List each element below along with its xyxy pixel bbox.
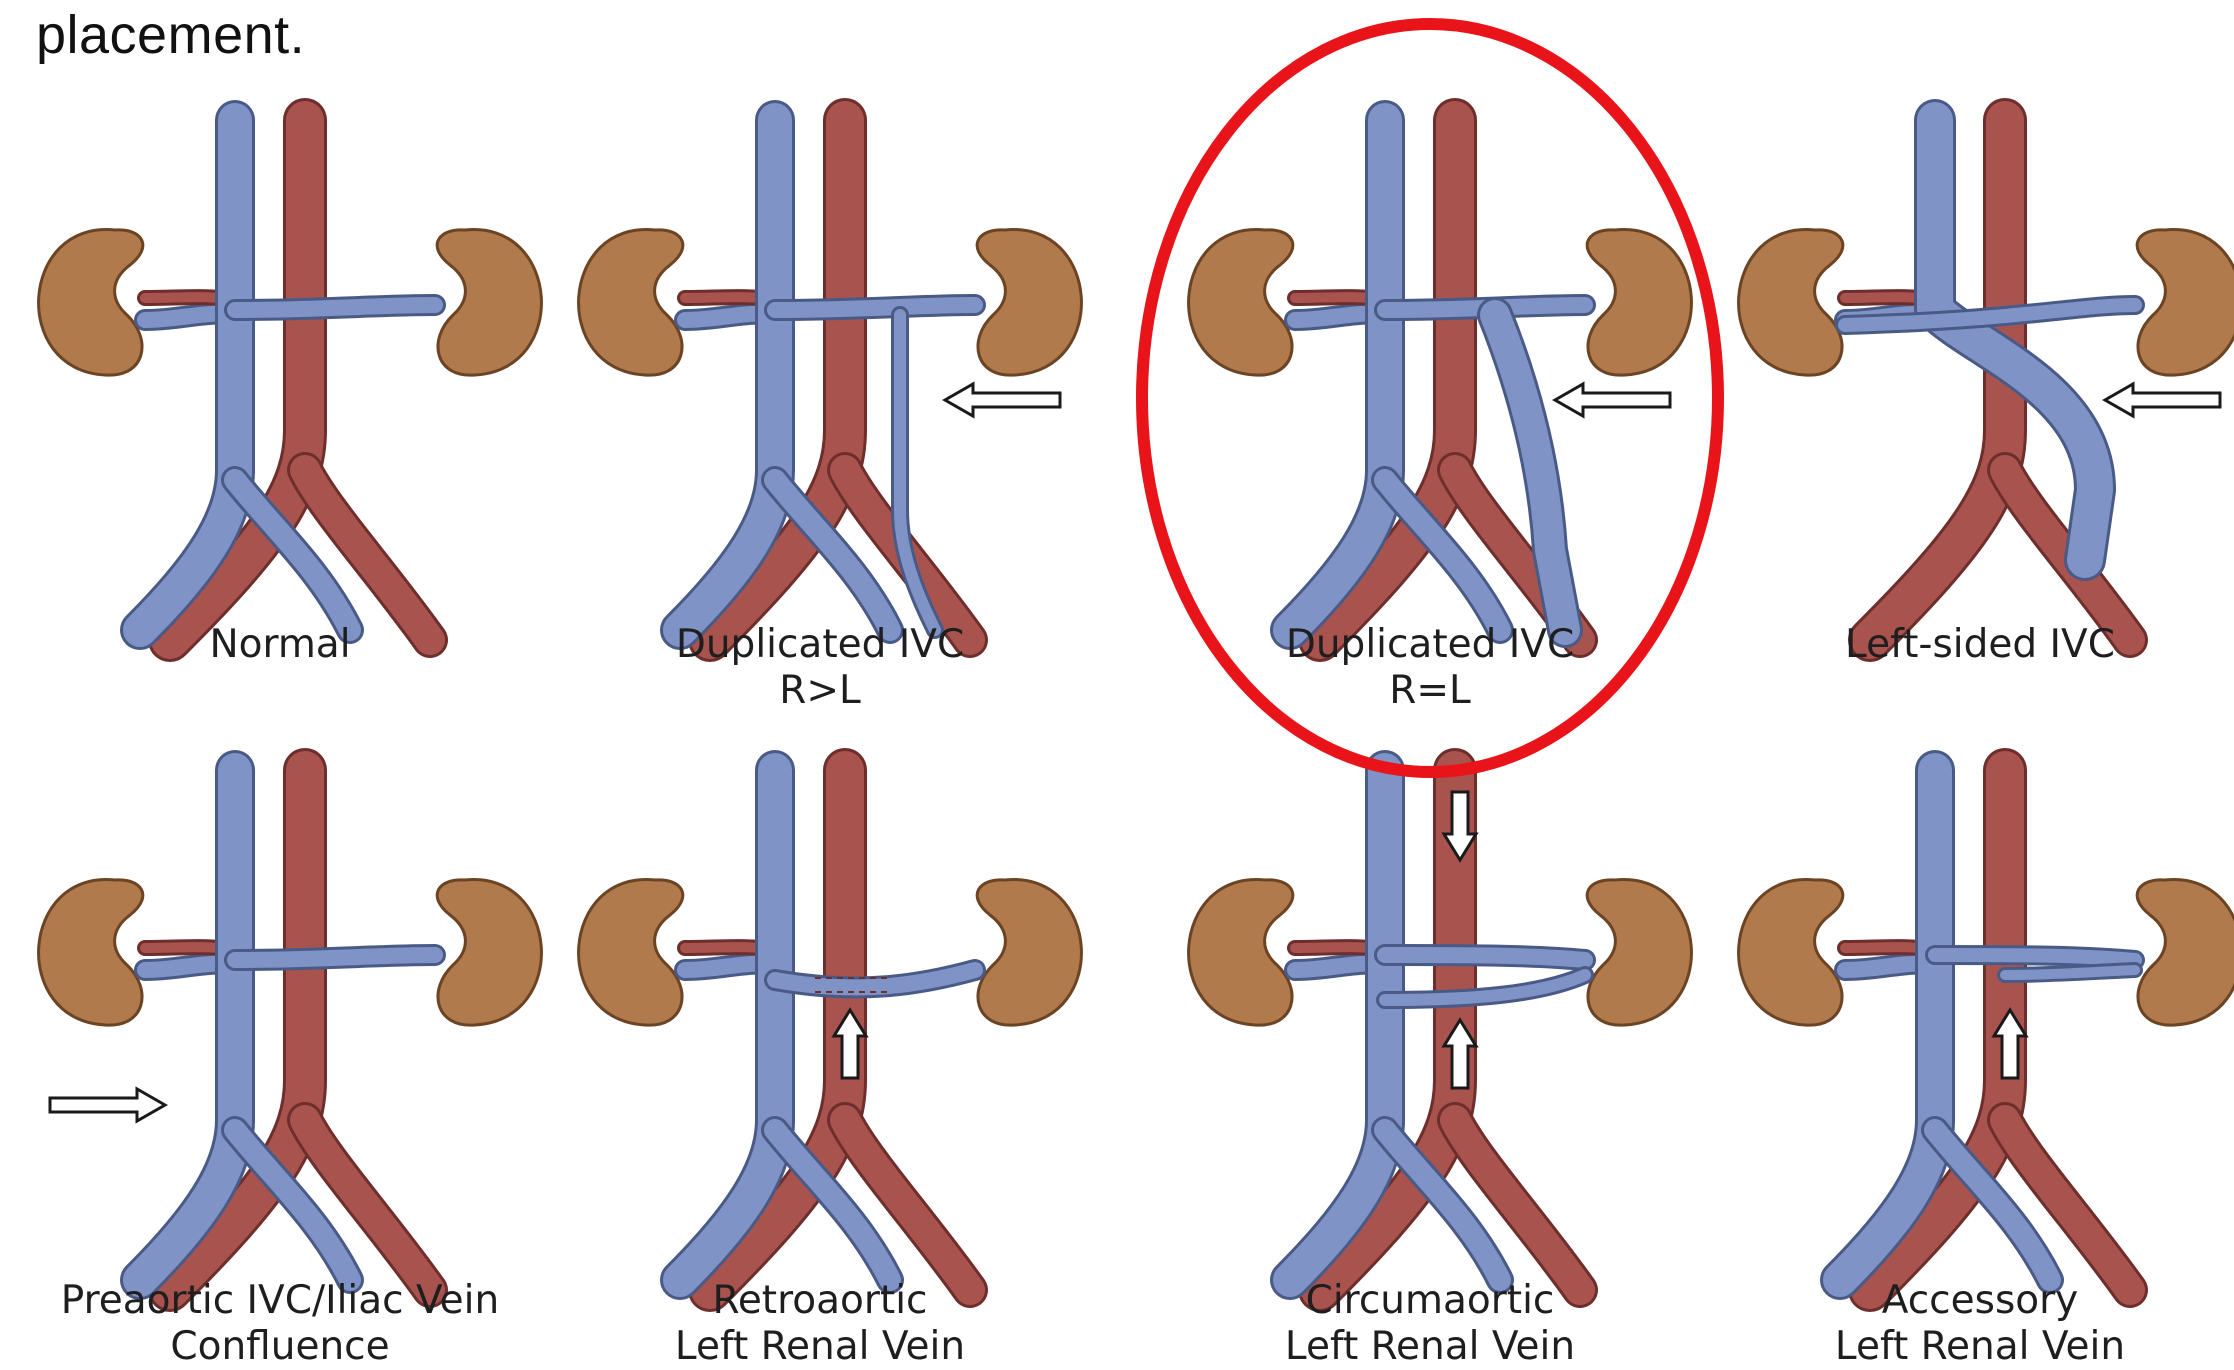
panel-accessory xyxy=(1720,760,2120,1090)
kidney-icon xyxy=(1189,880,1293,1026)
kidney-icon xyxy=(1739,230,1843,376)
caption-line-1: Duplicated IVC xyxy=(1170,622,1690,668)
anatomy-illustration xyxy=(1170,760,1690,1300)
panel-left-sided-ivc xyxy=(1720,110,2120,440)
kidney-icon xyxy=(2137,230,2234,376)
anatomy-illustration xyxy=(560,760,1080,1300)
panel-preaortic xyxy=(20,760,420,1090)
caption-retroaortic: Retroaortic Left Renal Vein xyxy=(560,1278,1080,1370)
caption-line-2: R=L xyxy=(1170,668,1690,714)
anatomy-illustration xyxy=(1720,760,2234,1300)
anatomy-illustration xyxy=(560,110,1080,650)
caption-line-1: Circumaortic xyxy=(1170,1278,1690,1324)
caption-line-1: Preaortic IVC/Iliac Vein xyxy=(0,1278,560,1324)
caption-left-sided-ivc: Left-sided IVC xyxy=(1720,622,2234,668)
caption-line-1: Duplicated IVC xyxy=(560,622,1080,668)
panel-duplicated-ivc-r-gt-l xyxy=(560,110,960,440)
caption-line-1: Normal xyxy=(20,622,540,668)
kidney-icon xyxy=(579,230,683,376)
kidney-icon xyxy=(2137,880,2234,1026)
kidney-icon xyxy=(1739,880,1843,1026)
arrow-left-icon xyxy=(2105,384,2220,416)
arrow-left-icon xyxy=(945,384,1060,416)
kidney-icon xyxy=(39,880,143,1026)
caption-duplicated-ivc-r-eq-l: Duplicated IVC R=L xyxy=(1170,622,1690,714)
caption-line-1: Accessory xyxy=(1720,1278,2234,1324)
kidney-icon xyxy=(39,230,143,376)
caption-line-2: Confluence xyxy=(0,1324,560,1370)
caption-normal: Normal xyxy=(20,622,540,668)
kidney-icon xyxy=(1587,880,1691,1026)
panel-retroaortic xyxy=(560,760,960,1090)
kidney-icon xyxy=(1189,230,1293,376)
anatomy-illustration xyxy=(1720,110,2234,650)
anatomy-illustration xyxy=(20,110,540,650)
caption-line-2: R>L xyxy=(560,668,1080,714)
kidney-icon xyxy=(977,880,1081,1026)
caption-duplicated-ivc-r-gt-l: Duplicated IVC R>L xyxy=(560,622,1080,714)
heading-text: placement. xyxy=(36,4,305,66)
arrow-left-icon xyxy=(1555,384,1670,416)
caption-line-1: Retroaortic xyxy=(560,1278,1080,1324)
kidney-icon xyxy=(1587,230,1691,376)
kidney-icon xyxy=(977,230,1081,376)
panel-circumaortic xyxy=(1170,760,1570,1090)
kidney-icon xyxy=(437,880,541,1026)
anatomy-illustration xyxy=(1170,110,1690,650)
caption-accessory: Accessory Left Renal Vein xyxy=(1720,1278,2234,1370)
panel-normal xyxy=(20,110,420,440)
caption-circumaortic: Circumaortic Left Renal Vein xyxy=(1170,1278,1690,1370)
caption-line-2: Left Renal Vein xyxy=(1720,1324,2234,1370)
caption-line-1: Left-sided IVC xyxy=(1720,622,2234,668)
caption-line-2: Left Renal Vein xyxy=(1170,1324,1690,1370)
kidney-icon xyxy=(579,880,683,1026)
panel-duplicated-ivc-r-eq-l xyxy=(1170,110,1570,440)
caption-preaortic: Preaortic IVC/Iliac Vein Confluence xyxy=(0,1278,560,1370)
kidney-icon xyxy=(437,230,541,376)
arrow-right-icon xyxy=(50,1089,165,1121)
anatomy-illustration xyxy=(20,760,540,1300)
caption-line-2: Left Renal Vein xyxy=(560,1324,1080,1370)
